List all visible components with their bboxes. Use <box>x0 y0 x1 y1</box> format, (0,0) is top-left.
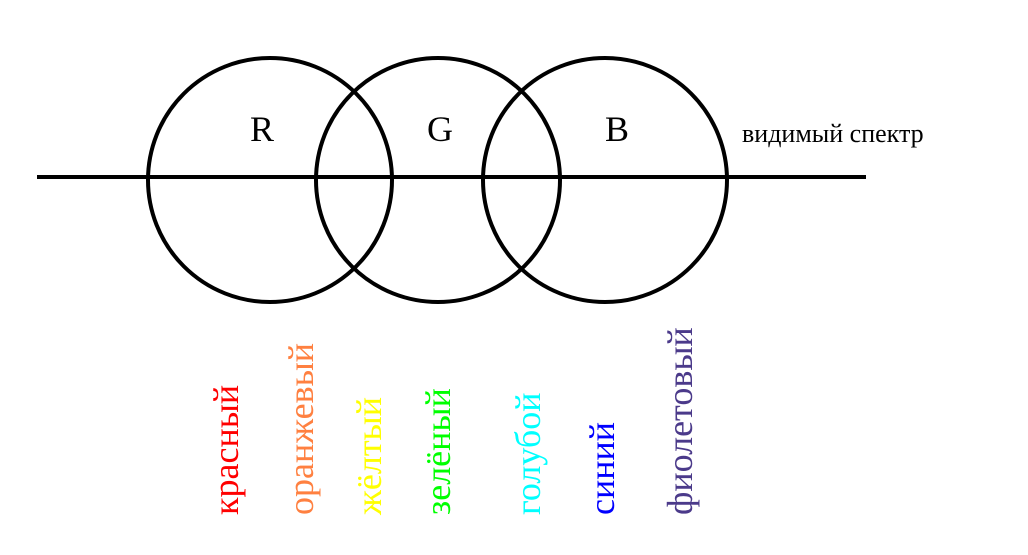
color-word-violet: фиолетовый <box>660 327 700 515</box>
green-channel-circle <box>314 56 562 304</box>
color-word-orange: оранжевый <box>281 343 321 515</box>
color-word-cyan: голубой <box>508 393 548 515</box>
channel-letter-b: B <box>605 109 629 149</box>
channel-letter-g: G <box>427 109 453 149</box>
red-channel-circle <box>146 56 394 304</box>
color-word-green: зелёный <box>418 388 458 515</box>
color-word-yellow: жёлтый <box>349 397 389 516</box>
blue-channel-circle <box>481 56 729 304</box>
color-word-red: красный <box>206 385 246 515</box>
color-word-blue: синий <box>582 422 622 515</box>
channel-letter-r: R <box>250 109 274 149</box>
axis-caption: видимый спектр <box>742 119 924 148</box>
